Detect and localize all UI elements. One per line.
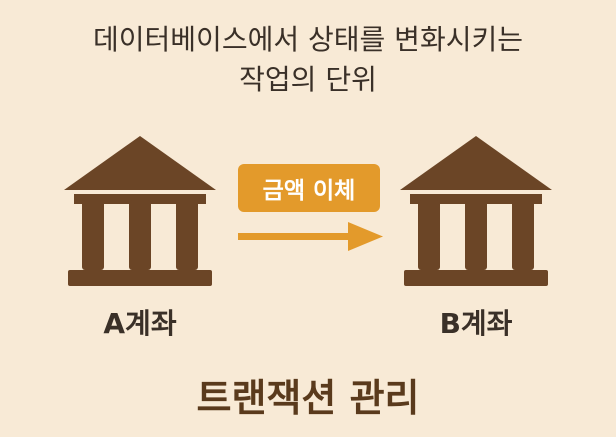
account-b-label: B계좌 bbox=[439, 307, 513, 340]
bank-icon bbox=[62, 134, 218, 290]
subtitle: 데이터베이스에서 상태를 변화시키는 작업의 단위 bbox=[0, 20, 616, 100]
subtitle-line-1: 데이터베이스에서 상태를 변화시키는 bbox=[93, 23, 523, 56]
arrow-right-icon bbox=[238, 222, 383, 256]
account-a-label: A계좌 bbox=[103, 307, 177, 340]
bank-icon bbox=[398, 134, 554, 290]
footer-title: 트랜잭션 관리 bbox=[196, 376, 420, 420]
subtitle-line-2: 작업의 단위 bbox=[239, 63, 377, 96]
transfer-badge: 금액 이체 bbox=[238, 164, 380, 212]
